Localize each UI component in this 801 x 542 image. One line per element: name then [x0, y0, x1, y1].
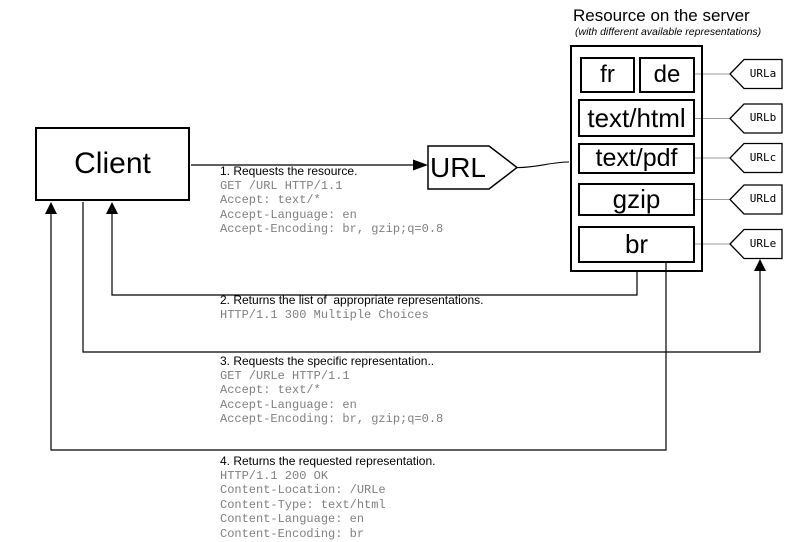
step-3-message: 3. Requests the specific representation.…	[220, 354, 443, 427]
step-2-message: 2. Returns the list of appropriate repre…	[220, 293, 483, 322]
representation-de: de	[639, 57, 695, 93]
client-label: Client	[74, 147, 151, 180]
step-3-http-line: Accept: text/*	[220, 383, 321, 398]
representation-text-pdf: text/pdf	[578, 143, 695, 174]
step-1-label: 1. Requests the resource.	[220, 164, 358, 178]
step-2-http-line: HTTP/1.1 300 Multiple Choices	[220, 308, 429, 322]
arrow-3-arrowhead-icon	[754, 259, 766, 271]
url-tag-shape-e	[729, 228, 783, 260]
step-3-http-line: Accept-Language: en	[220, 397, 357, 412]
step-1-http-line: Accept: text/*	[220, 193, 321, 208]
url-tag-label-e: URLe	[749, 237, 777, 250]
server-resource-subtitle: (with different available representation…	[575, 26, 762, 38]
url-tag-shape-a	[729, 58, 783, 90]
url-node-label: URL	[429, 151, 486, 183]
representation-text-html: text/html	[578, 99, 695, 137]
url-tag-label-a: URLa	[749, 67, 777, 80]
step-4-label: 4. Returns the requested representation.	[220, 454, 436, 468]
step-4-http-line: Content-Encoding: br	[220, 526, 365, 541]
step-4-http-line: Content-Language: en	[220, 512, 365, 527]
url-pentagon-shape	[427, 145, 519, 190]
step-4-message: 4. Returns the requested representation.…	[220, 454, 435, 541]
representation-br: br	[578, 226, 695, 263]
step-1-http-line: GET /URL HTTP/1.1	[220, 179, 343, 193]
url-tag-shape-d	[729, 184, 783, 215]
arrow-4-arrowhead-icon	[45, 202, 57, 214]
step-4-http-line: Content-Location: /URLe	[220, 483, 386, 498]
server-resource-title: Resource on the server	[573, 6, 750, 25]
step-1-http-line: Accept-Language: en	[220, 207, 357, 222]
step-1-message: 1. Requests the resource. GET /URL HTTP/…	[220, 164, 443, 237]
arrow-4-return-line	[50, 213, 667, 451]
server-resource-box	[570, 45, 703, 272]
representation-fr: fr	[580, 57, 635, 93]
step-2-label: 2. Returns the list of appropriate repre…	[220, 293, 484, 307]
connector-url-to-server	[516, 161, 570, 169]
arrow-3-request-line	[82, 202, 761, 353]
step-3-http-line: GET /URLe HTTP/1.1	[220, 369, 350, 383]
step-1-http-line: Accept-Encoding: br, gzip;q=0.8	[220, 222, 444, 237]
step-4-http-line: Content-Type: text/html	[220, 497, 386, 512]
client-box: Client	[35, 127, 190, 201]
url-tag-label-c: URLc	[749, 151, 777, 164]
arrow-2-return-line	[111, 213, 638, 296]
url-tag-shape-c	[729, 142, 783, 174]
arrow-2-arrowhead-icon	[106, 202, 118, 214]
step-4-http-line: HTTP/1.1 200 OK	[220, 469, 329, 483]
step-3-label: 3. Requests the specific representation.…	[220, 354, 435, 368]
url-tag-shape-b	[729, 103, 783, 134]
arrow-1-arrowhead-icon	[413, 159, 428, 171]
step-3-http-line: Accept-Encoding: br, gzip;q=0.8	[220, 412, 444, 427]
url-tag-label-d: URLd	[749, 192, 777, 205]
representation-gzip: gzip	[578, 183, 695, 216]
url-tag-label-b: URLb	[749, 111, 777, 124]
